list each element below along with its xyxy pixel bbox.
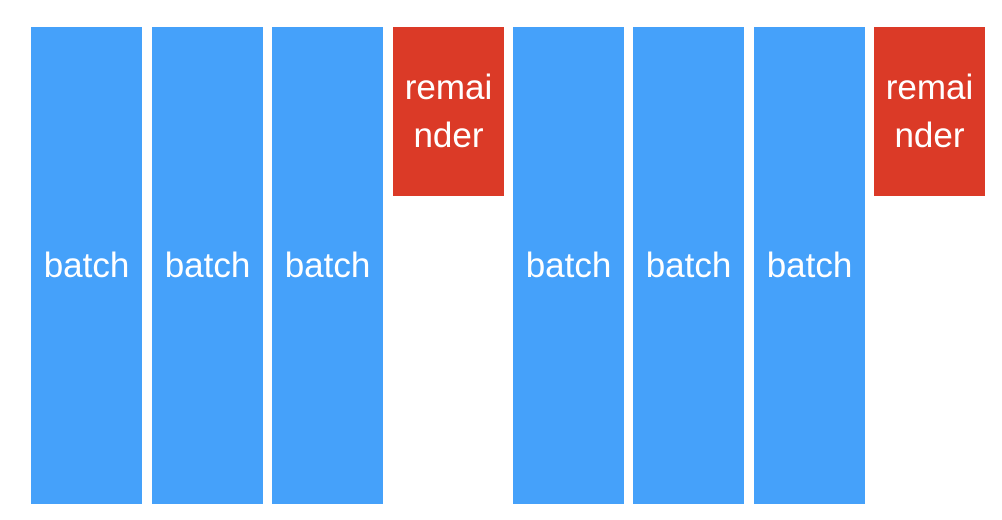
remainder-block-1: remai nder: [393, 27, 504, 196]
batch-block-2: batch: [152, 27, 263, 504]
remainder-label-line-2: nder: [413, 115, 484, 155]
batch-block-3: batch: [272, 27, 383, 504]
batch-label: batch: [284, 245, 371, 285]
batch-block-4: batch: [513, 27, 624, 504]
batch-label: batch: [525, 245, 612, 285]
batch-block-6: batch: [754, 27, 865, 504]
batch-block-1: batch: [31, 27, 142, 504]
remainder-block-2: remai nder: [874, 27, 985, 196]
remainder-label: remai nder: [393, 64, 504, 160]
batch-label: batch: [43, 245, 130, 285]
batch-label: batch: [645, 245, 732, 285]
batch-label: batch: [164, 245, 251, 285]
remainder-label-line-2: nder: [894, 115, 965, 155]
batch-label: batch: [766, 245, 853, 285]
remainder-label: remai nder: [874, 64, 985, 160]
remainder-label-line-1: remai: [404, 67, 493, 107]
batch-block-5: batch: [633, 27, 744, 504]
remainder-label-line-1: remai: [885, 67, 974, 107]
